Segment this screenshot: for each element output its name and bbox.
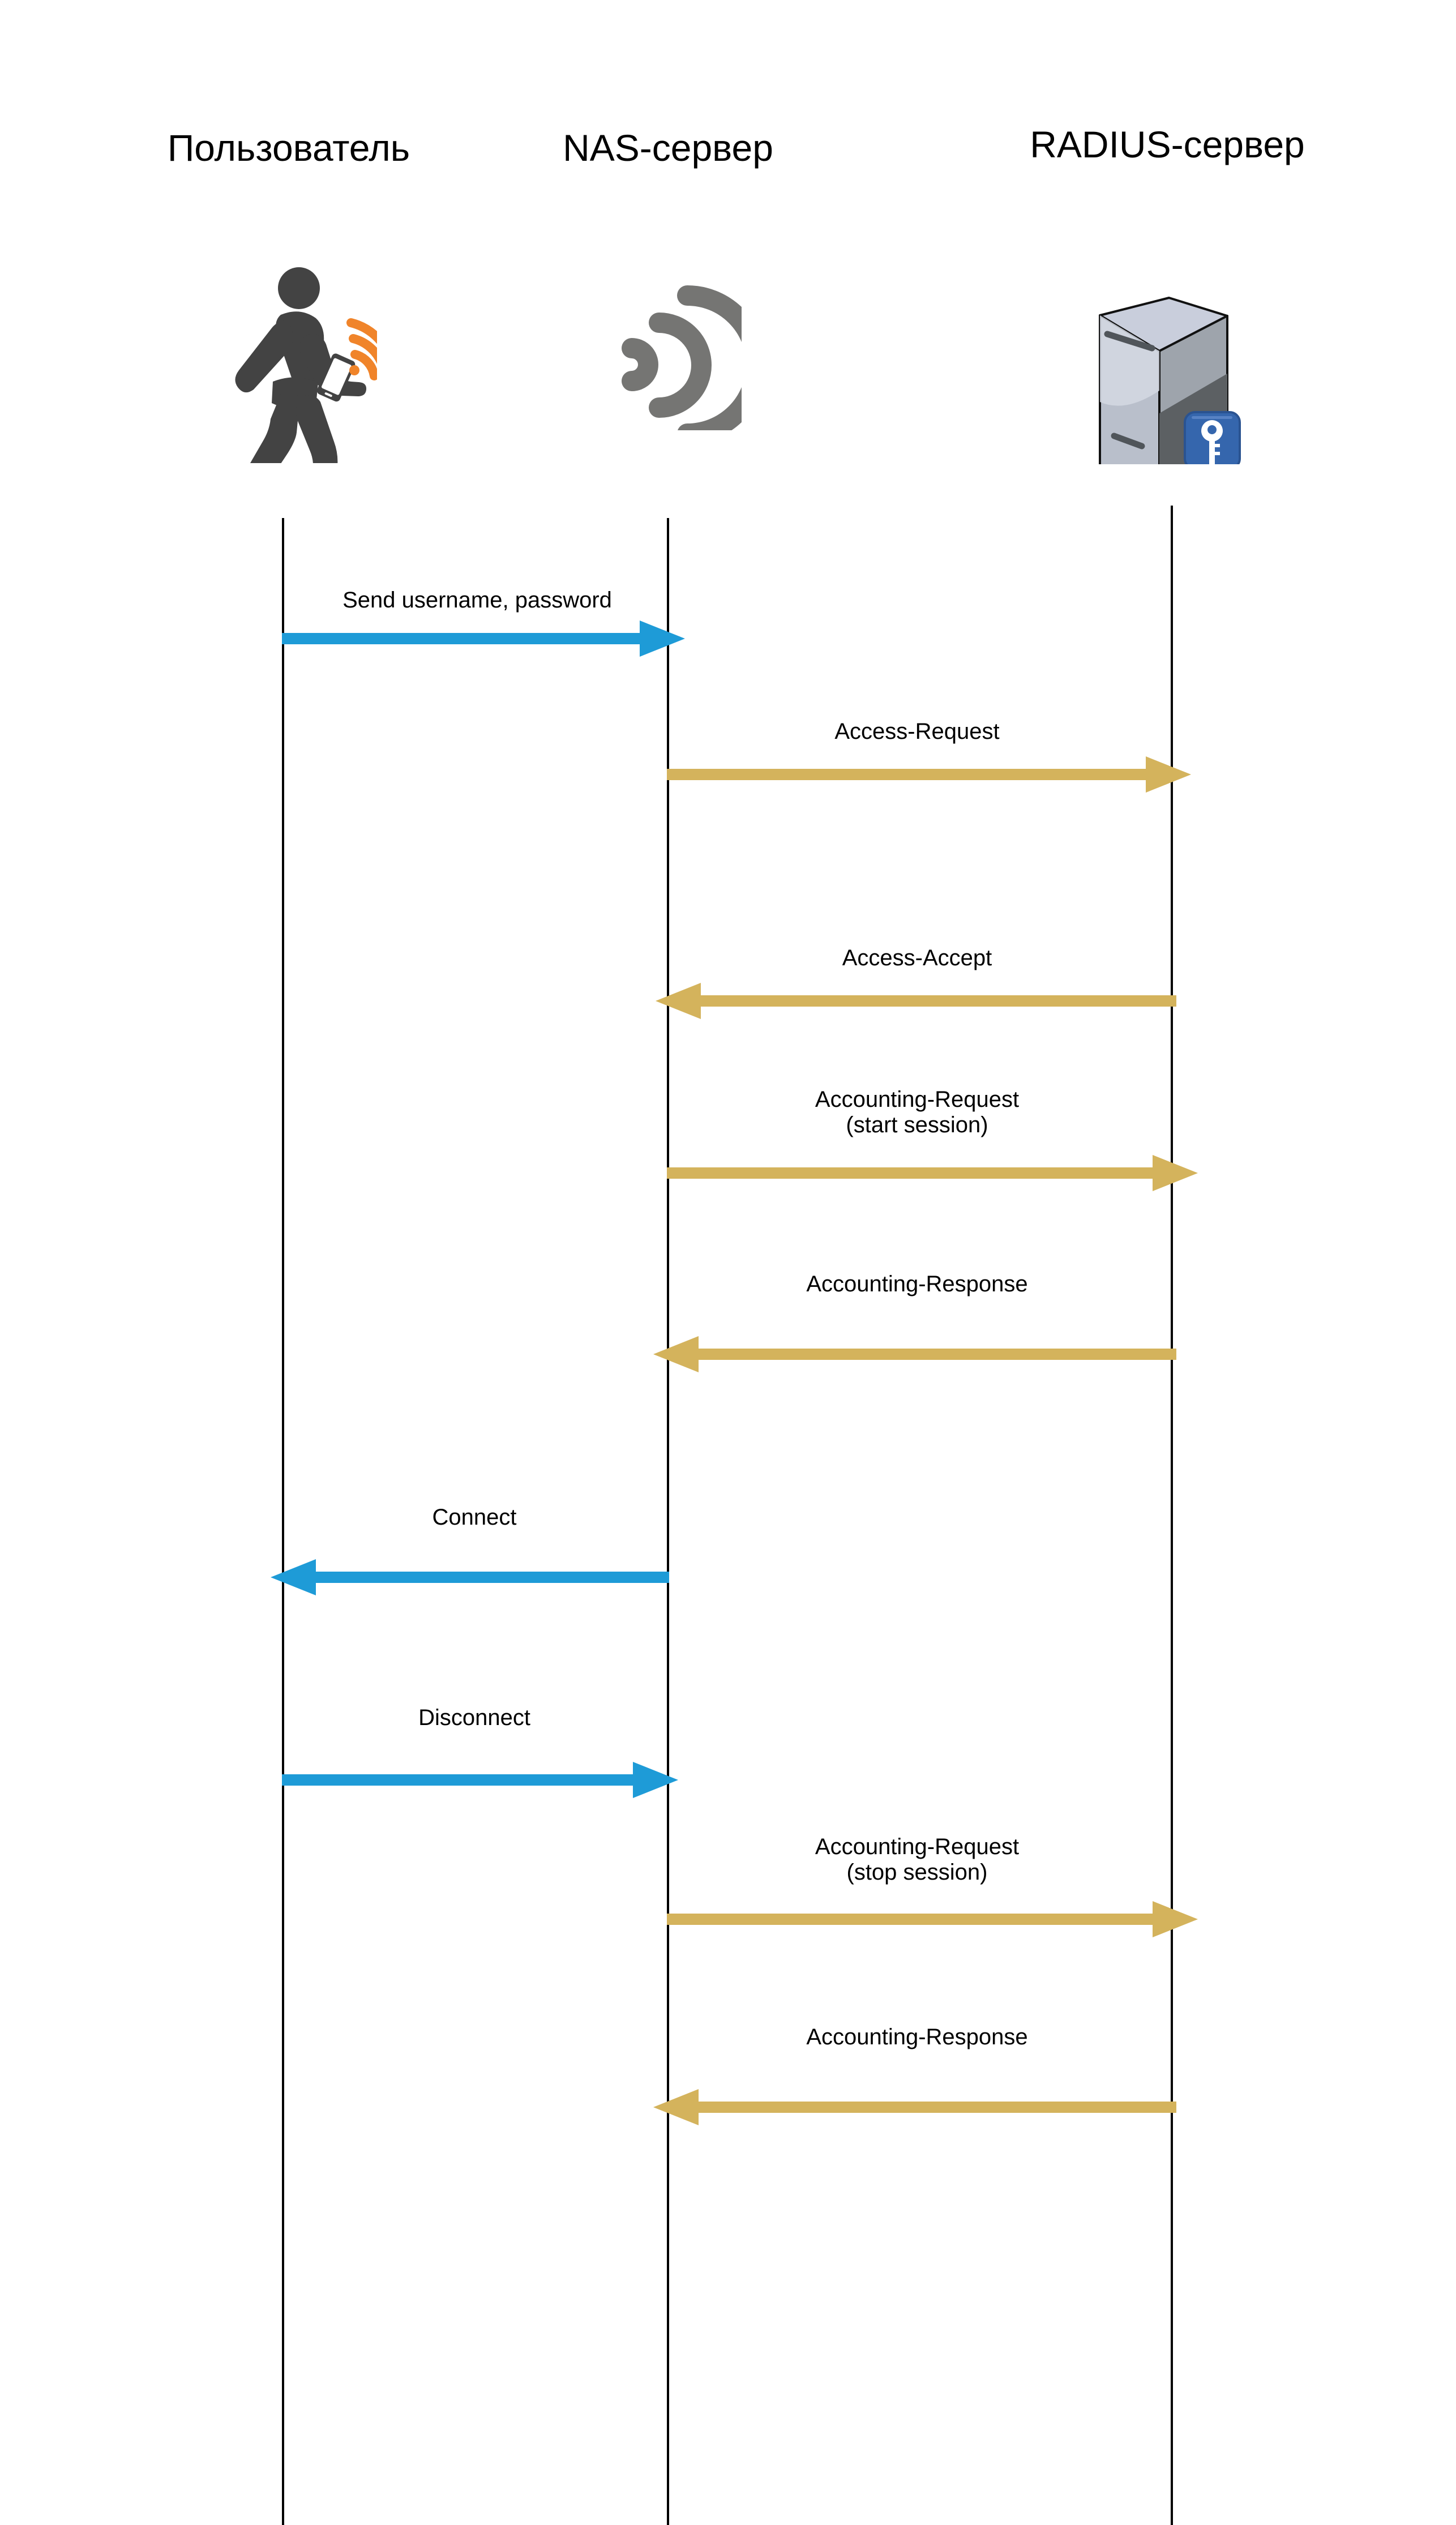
message-arrow-4 [667, 1153, 1198, 1193]
message-arrow-7 [282, 1760, 678, 1800]
message-label-2: Access-Request [834, 719, 1000, 744]
message-arrow-9 [653, 2087, 1176, 2128]
lifeline-nas [667, 518, 669, 2525]
lifeline-user [282, 518, 284, 2525]
message-arrow-1 [282, 618, 685, 659]
message-arrow-2 [667, 754, 1191, 795]
message-label-7: Disconnect [418, 1705, 530, 1730]
wifi-waves-icon [583, 260, 766, 444]
message-arrow-8 [667, 1899, 1198, 1940]
lifeline-radius [1171, 506, 1173, 2525]
actor-title-radius: RADIUS-сервер [1030, 123, 1305, 165]
actor-title-nas: NAS-сервер [563, 127, 773, 169]
walking-person-with-phone-icon [190, 248, 399, 522]
server-with-key-icon [1064, 249, 1245, 499]
message-label-4: Accounting-Request (start session) [815, 1087, 1020, 1137]
message-label-6: Connect [432, 1505, 517, 1530]
message-label-5: Accounting-Response [806, 1272, 1028, 1296]
message-arrow-3 [656, 981, 1176, 1021]
message-label-1: Send username, password [342, 588, 612, 613]
message-arrow-5 [653, 1334, 1176, 1375]
message-label-8: Accounting-Request (stop session) [815, 1834, 1020, 1885]
actor-title-user: Пользователь [167, 127, 410, 169]
message-label-9: Accounting-Response [806, 2025, 1028, 2049]
message-arrow-6 [271, 1557, 669, 1598]
message-label-3: Access-Accept [842, 945, 992, 970]
